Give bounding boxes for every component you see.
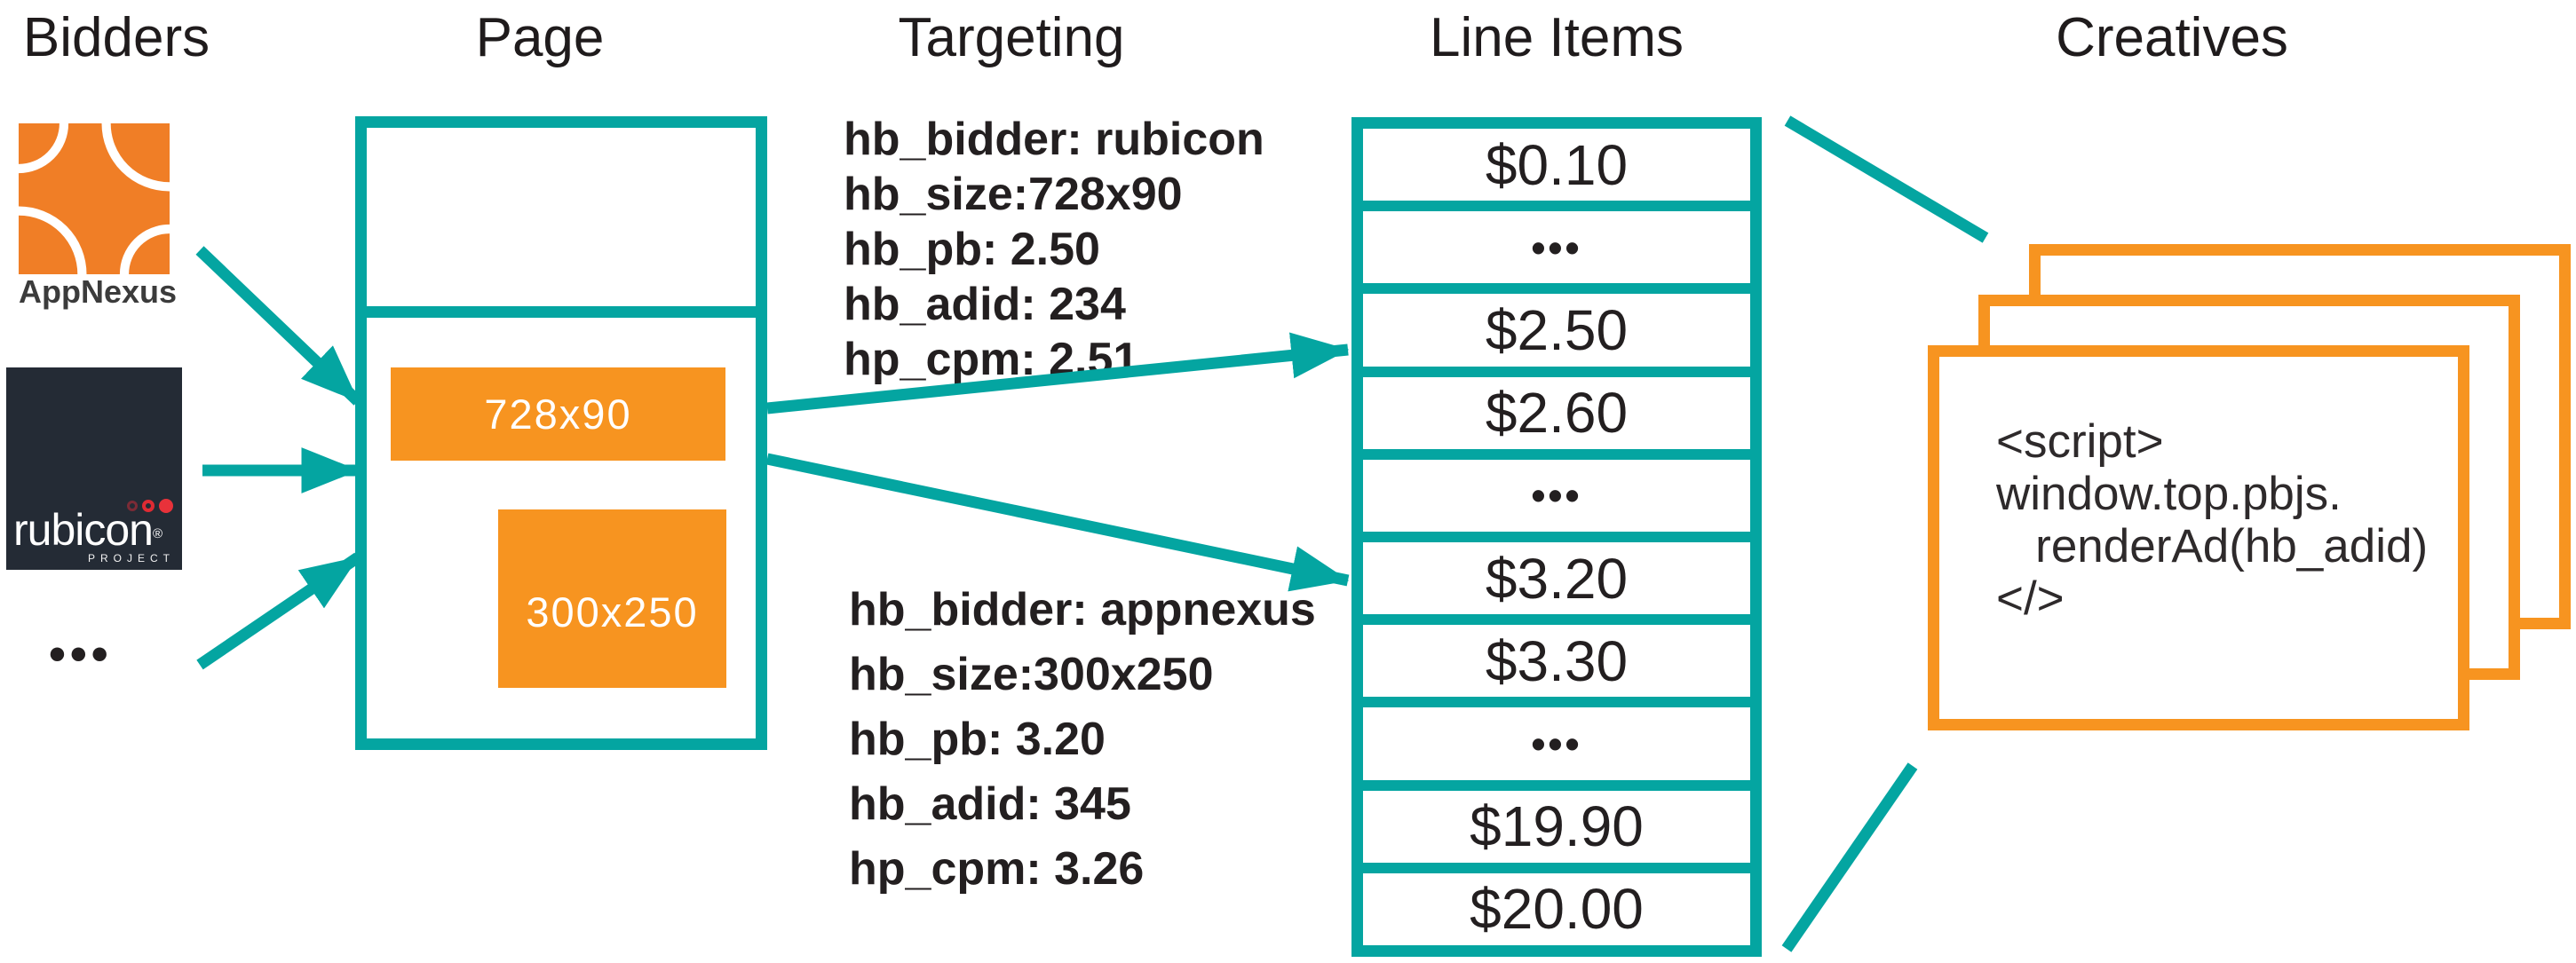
connector-line-items-to-creatives-bottom bbox=[1781, 762, 1918, 952]
line-item-row: $0.10 bbox=[1363, 129, 1750, 212]
appnexus-label: AppNexus bbox=[19, 273, 178, 310]
rubicon-dot-solid bbox=[159, 499, 173, 513]
kv-line: hp_cpm: 2.51 bbox=[844, 334, 1139, 385]
appnexus-logo-icon bbox=[19, 122, 170, 275]
kv-line: hb_pb: 3.20 bbox=[849, 714, 1106, 765]
column-header-page: Page bbox=[475, 7, 605, 68]
script-line: renderAd(hb_adid) bbox=[1996, 520, 2429, 572]
rubicon-registered-mark: ® bbox=[153, 526, 163, 541]
script-line: window.top.pbjs. bbox=[1996, 468, 2342, 520]
ad-slot-728x90-label: 728x90 bbox=[484, 391, 632, 438]
ad-slot-728x90: 728x90 bbox=[391, 367, 725, 461]
creative-render-script: <script>window.top.pbjs. renderAd(hb_adi… bbox=[1996, 415, 2428, 625]
line-item-row: $20.00 bbox=[1470, 877, 1644, 942]
rubicon-logo-dots-icon bbox=[127, 499, 173, 513]
connector-line-items-to-creatives-top bbox=[1784, 115, 1989, 243]
line-item-row-ellipsis: ••• bbox=[1363, 707, 1750, 791]
kv-line: hb_adid: 345 bbox=[849, 778, 1131, 830]
arrow-more-bidders-to-page bbox=[196, 552, 361, 670]
rubicon-project-text: PROJECT bbox=[87, 552, 175, 564]
ad-slot-300x250: 300x250 bbox=[498, 509, 726, 688]
kv-line: hb_bidder: appnexus bbox=[849, 584, 1316, 635]
script-line: </> bbox=[1996, 572, 2065, 625]
arrow-300x250-to-line-item bbox=[765, 453, 1350, 592]
line-item-row: $3.20 bbox=[1363, 542, 1750, 626]
creative-card-front: <script>window.top.pbjs. renderAd(hb_adi… bbox=[1928, 345, 2469, 730]
column-header-creatives: Creatives bbox=[2056, 7, 2288, 68]
kv-line: hb_pb: 2.50 bbox=[844, 224, 1100, 275]
line-item-row-ellipsis: ••• bbox=[1363, 211, 1750, 295]
line-item-row: $2.60 bbox=[1363, 377, 1750, 460]
kv-line: hb_adid: 234 bbox=[844, 279, 1126, 330]
rubicon-project-logo: rubicon® PROJECT bbox=[6, 367, 182, 570]
kv-line: hb_size:300x250 bbox=[849, 649, 1214, 700]
column-header-targeting: Targeting bbox=[898, 7, 1125, 68]
line-item-row: $3.30 bbox=[1363, 625, 1750, 708]
kv-line: hb_size:728x90 bbox=[844, 169, 1183, 220]
targeting-block-rubicon: hb_bidder: rubicon hb_size:728x90 hb_pb:… bbox=[844, 112, 1264, 387]
rubicon-wordmark: rubicon® bbox=[13, 508, 162, 556]
line-items-table: $0.10 ••• $2.50 $2.60 ••• $3.20 $3.30 ••… bbox=[1351, 117, 1762, 957]
column-header-bidders: Bidders bbox=[22, 7, 210, 68]
ad-slot-300x250-label: 300x250 bbox=[526, 588, 699, 635]
arrow-appnexus-to-page bbox=[195, 246, 362, 406]
rubicon-dot-donut bbox=[142, 500, 155, 512]
line-item-row: $19.90 bbox=[1363, 791, 1750, 873]
line-item-row: $2.50 bbox=[1363, 294, 1750, 377]
rubicon-name-text: rubicon bbox=[13, 505, 154, 555]
page-header-separator bbox=[355, 306, 767, 318]
column-header-line-items: Line Items bbox=[1429, 7, 1684, 68]
line-item-row-ellipsis: ••• bbox=[1363, 460, 1750, 543]
rubicon-dot-ring bbox=[127, 501, 138, 511]
targeting-block-appnexus: hb_bidder: appnexus hb_size:300x250 hb_p… bbox=[849, 578, 1316, 902]
script-line: <script> bbox=[1996, 415, 2164, 468]
kv-line: hb_bidder: rubicon bbox=[844, 114, 1264, 165]
kv-line: hp_cpm: 3.26 bbox=[849, 843, 1145, 895]
more-bidders-ellipsis: ••• bbox=[49, 628, 113, 681]
